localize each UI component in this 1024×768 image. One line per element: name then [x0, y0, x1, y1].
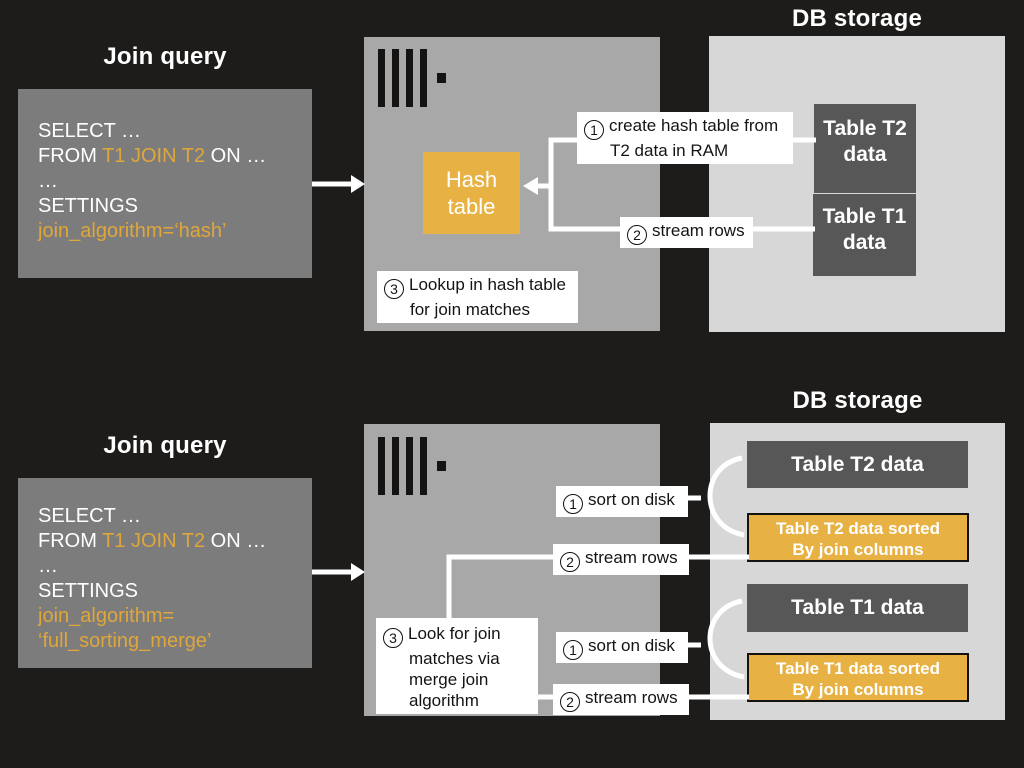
step-number-icon: 1 [563, 494, 583, 514]
sql-line: FROM T1 JOIN T2 ON … [38, 145, 267, 167]
logo-bar [378, 437, 385, 495]
db-storage-title-top: DB storage [791, 5, 923, 32]
sql-query-box-top: SELECT … FROM T1 JOIN T2 ON … … SETTINGS… [18, 89, 312, 278]
clickhouse-logo-top [378, 49, 446, 107]
sql-line: join_algorithm= [38, 605, 175, 627]
sql-line: SELECT … [38, 120, 141, 142]
logo-dot [437, 461, 446, 471]
sql-line: … [38, 555, 58, 577]
sql-line: FROM T1 JOIN T2 ON … [38, 530, 267, 552]
logo-bar [406, 437, 413, 495]
query-to-server-arrowhead-top [351, 175, 365, 193]
logo-bar [406, 49, 413, 107]
sql-query-box-bottom: SELECT … FROM T1 JOIN T2 ON … … SETTINGS… [18, 478, 312, 668]
query-to-server-arrowhead-bottom [351, 563, 365, 581]
step-number-icon: 3 [384, 279, 404, 299]
logo-bar [378, 49, 385, 107]
sql-line: join_algorithm=‘hash’ [38, 220, 227, 242]
logo-bar [392, 437, 399, 495]
table-t1-data-box-bottom: Table T1 data [747, 584, 968, 632]
join-query-title-top: Join query [103, 43, 227, 70]
step-number-icon: 3 [383, 628, 403, 648]
step-number-icon: 1 [584, 120, 604, 140]
step-number-icon: 2 [560, 552, 580, 572]
sql-line: SETTINGS [38, 195, 139, 217]
step-number-icon: 2 [560, 692, 580, 712]
db-storage-title-bottom: DB storage [792, 387, 923, 414]
table-t2-sorted-box: Table T2 data sorted By join columns [747, 513, 969, 562]
logo-bar [420, 437, 427, 495]
sql-line: SETTINGS [38, 580, 139, 602]
table-t2-data-box-top: Table T2 data [814, 104, 916, 193]
logo-bar [420, 49, 427, 107]
logo-bar [392, 49, 399, 107]
sql-line: … [38, 170, 58, 192]
join-query-title-bottom: Join query [103, 432, 227, 459]
step-number-icon: 2 [627, 225, 647, 245]
clickhouse-logo-bottom [378, 437, 446, 495]
hash-table-box: Hash table [423, 152, 520, 234]
logo-dot [437, 73, 446, 83]
table-t1-data-box-top: Table T1 data [813, 194, 916, 276]
step-number-icon: 1 [563, 640, 583, 660]
table-t2-data-box-bottom: Table T2 data [747, 441, 968, 488]
sql-line: SELECT … [38, 505, 141, 527]
table-t1-sorted-box: Table T1 data sorted By join columns [747, 653, 969, 702]
sql-line: ‘full_sorting_merge’ [38, 630, 212, 652]
